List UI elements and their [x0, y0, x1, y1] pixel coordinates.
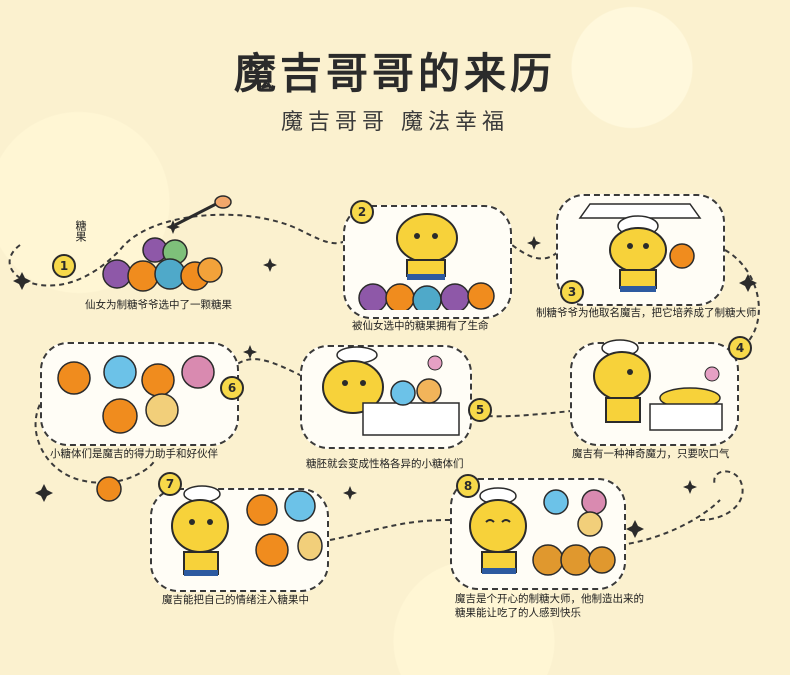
step-5-number: 5 [468, 398, 492, 422]
step-1-caption: 仙女为制糖爷爷选中了一颗糖果 [85, 299, 232, 311]
step-7-caption: 魔吉能把自己的情绪注入糖果中 [162, 594, 309, 606]
step-1-number: 1 [52, 254, 76, 278]
step-8-caption: 魔吉是个开心的制糖大师，他制造出来的糖果能让吃了的人感到快乐 [455, 593, 644, 619]
sparkles [13, 236, 757, 538]
step-3-caption: 制糖爷爷为他取名魔吉，把它培养成了制糖大师 [536, 307, 757, 319]
page-title: 魔吉哥哥的来历 [233, 49, 556, 98]
step-6-number: 6 [220, 376, 244, 400]
step-3-illustration [578, 203, 702, 292]
step-4-caption: 魔吉有一种神奇魔力，只要吹口气 [572, 448, 730, 460]
step-1-illustration [102, 195, 232, 292]
step-5-illustration [322, 346, 460, 436]
step-7-illustration [171, 485, 323, 576]
step-6-illustration [57, 355, 215, 434]
step-8-illustration [469, 487, 616, 576]
step-6-caption: 小糖体们是魔吉的得力助手和好伙伴 [50, 448, 218, 460]
step-3-number: 3 [560, 280, 584, 304]
step-2-number: 2 [350, 200, 374, 224]
step-2-illustration [358, 213, 495, 310]
step-4-number: 4 [728, 336, 752, 360]
step-2-caption: 被仙女选中的糖果拥有了生命 [352, 320, 489, 332]
step-5-caption: 糖胚就会变成性格各异的小糖体们 [306, 458, 464, 470]
step-4-illustration [593, 339, 723, 431]
page-subtitle: 魔吉哥哥 魔法幸福 [281, 110, 509, 135]
orange-candy [96, 476, 122, 502]
candy-label: 糖果 [74, 220, 87, 242]
step-8-number: 8 [456, 474, 480, 498]
step-7-number: 7 [158, 472, 182, 496]
